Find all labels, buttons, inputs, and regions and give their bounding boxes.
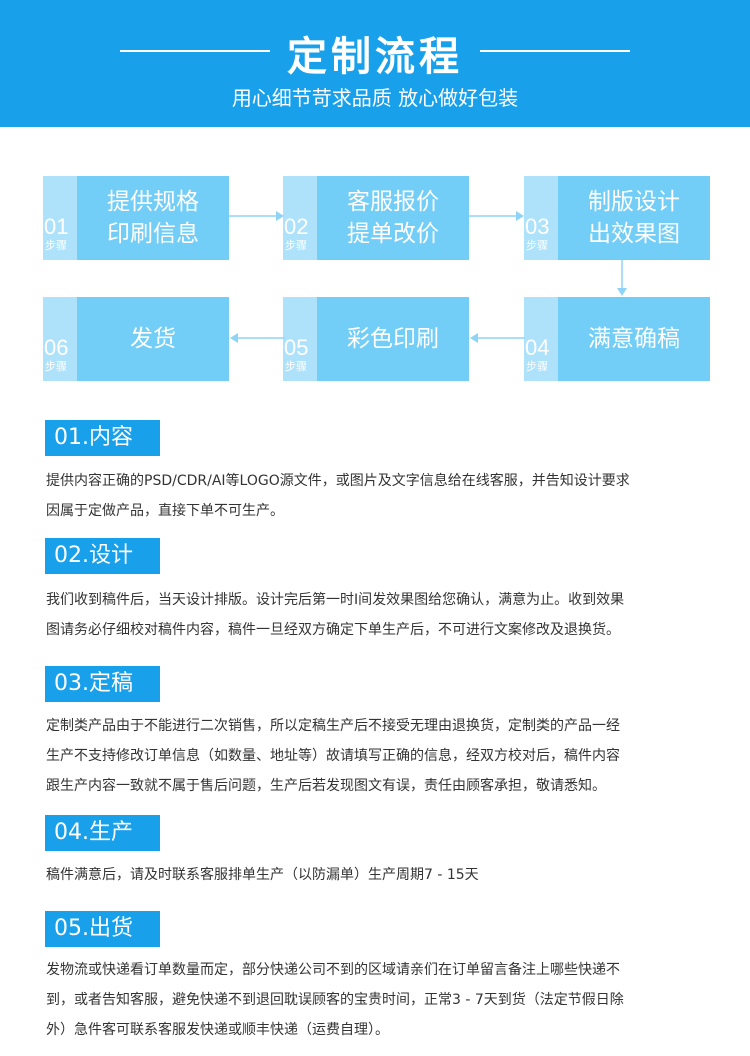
- section-line: 图请务必仔细校对稿件内容，稿件一旦经双方确定下单生产后，不可进行文案修改及退换货…: [46, 622, 620, 638]
- flow-step-number: 03: [525, 214, 550, 239]
- page-title: 定制流程: [287, 34, 463, 80]
- header-banner: 定制流程 用心细节苛求品质 放心做好包装: [0, 0, 750, 127]
- arrow-left-icon: [230, 333, 285, 343]
- arrow-right-icon: [229, 211, 284, 221]
- flow-step-text: 发货: [130, 326, 176, 352]
- flow-step-2: 客服报价 提单改价 02 步骤: [283, 176, 469, 260]
- flow-step-text: 客服报价: [347, 189, 439, 215]
- section-line: 跟生产内容一致就不属于售后问题，生产后若发现图文有误，责任由顾客承担，敬请悉知。: [46, 778, 606, 794]
- flow-step-text: 彩色印刷: [347, 326, 439, 352]
- flow-step-number: 01: [44, 214, 69, 239]
- flow-step-label: 步骤: [45, 239, 67, 252]
- flow-step-1: 提供规格 印刷信息 01 步骤: [43, 176, 229, 260]
- flow-step-text: 提供规格: [107, 189, 199, 215]
- section-body-design: 我们收到稿件后，当天设计排版。设计完后第一时I间发效果图给您确认，满意为止。收到…: [46, 585, 706, 645]
- section-title-design: 02.设计: [45, 538, 160, 574]
- section-line: 外）急件客可联系客服发快递或顺丰快递（运费自理）。: [46, 1022, 389, 1038]
- header-divider-right: [480, 50, 630, 52]
- arrow-right-icon: [469, 211, 524, 221]
- flow-step-label: 步骤: [45, 360, 67, 373]
- flow-step-text: 满意确稿: [588, 326, 680, 352]
- flow-step-text: 出效果图: [588, 221, 680, 247]
- section-title-finalize: 03.定稿: [45, 666, 160, 702]
- section-line: 稿件满意后，请及时联系客服排单生产（以防漏单）生产周期7 - 15天: [46, 867, 479, 883]
- section-body-production: 稿件满意后，请及时联系客服排单生产（以防漏单）生产周期7 - 15天: [46, 860, 706, 890]
- section-line: 定制类产品由于不能进行二次销售，所以定稿生产后不接受无理由退换货，定制类的产品一…: [46, 718, 620, 734]
- arrow-down-icon: [617, 260, 627, 296]
- flow-step-number: 02: [284, 214, 309, 239]
- flow-step-number: 04: [525, 335, 550, 360]
- flow-step-5: 彩色印刷 05 步骤: [283, 297, 469, 381]
- flow-step-text: 提单改价: [347, 221, 439, 247]
- flow-step-text: 印刷信息: [107, 221, 199, 247]
- section-body-content: 提供内容正确的PSD/CDR/AI等LOGO源文件，或图片及文字信息给在线客服，…: [46, 466, 706, 526]
- section-title-shipping: 05.出货: [45, 911, 160, 947]
- section-body-shipping: 发物流或快递看订单数量而定，部分快递公司不到的区域请亲们在订单留言备注上哪些快递…: [46, 955, 706, 1045]
- flow-step-label: 步骤: [526, 360, 548, 373]
- section-line: 因属于定做产品，直接下单不可生产。: [46, 503, 284, 519]
- section-line: 发物流或快递看订单数量而定，部分快递公司不到的区域请亲们在订单留言备注上哪些快递…: [46, 962, 620, 978]
- flow-step-4: 满意确稿 04 步骤: [524, 297, 710, 381]
- section-body-finalize: 定制类产品由于不能进行二次销售，所以定稿生产后不接受无理由退换货，定制类的产品一…: [46, 711, 706, 801]
- flow-step-number: 05: [284, 335, 309, 360]
- page-subtitle: 用心细节苛求品质 放心做好包装: [231, 86, 519, 110]
- section-line: 我们收到稿件后，当天设计排版。设计完后第一时I间发效果图给您确认，满意为止。收到…: [46, 592, 625, 608]
- section-line: 生产不支持修改订单信息（如数量、地址等）故请填写正确的信息，经双方校对后，稿件内…: [46, 748, 620, 764]
- section-line: 提供内容正确的PSD/CDR/AI等LOGO源文件，或图片及文字信息给在线客服，…: [46, 473, 630, 489]
- flow-step-label: 步骤: [285, 239, 307, 252]
- section-line: 到，或者告知客服，避免快递不到退回耽误顾客的宝贵时间，正常3 - 7天到货（法定…: [46, 992, 624, 1008]
- flow-step-label: 步骤: [526, 239, 548, 252]
- flow-step-text: 制版设计: [588, 189, 680, 215]
- section-title-content: 01.内容: [45, 420, 160, 456]
- header-divider-left: [120, 50, 270, 52]
- arrow-left-icon: [470, 333, 525, 343]
- flow-step-number: 06: [44, 335, 69, 360]
- section-title-production: 04.生产: [45, 815, 160, 851]
- flow-step-label: 步骤: [285, 360, 307, 373]
- flow-step-6: 发货 06 步骤: [43, 297, 229, 381]
- flow-step-3: 制版设计 出效果图 03 步骤: [524, 176, 710, 260]
